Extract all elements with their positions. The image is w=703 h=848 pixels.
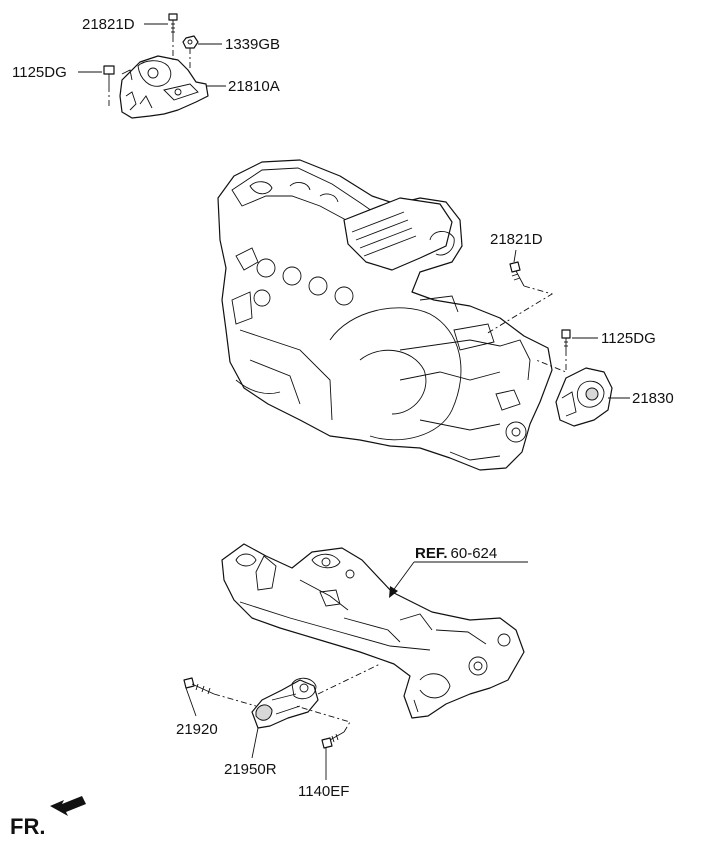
engine-transaxle-assembly [217,159,553,471]
bolt-21821D-mid [509,261,525,287]
label-top-21821D: 21821D [82,16,135,33]
guide-21920 [213,693,257,707]
ref-label: REF.60-624 [415,545,497,562]
arrow-front-icon [50,796,86,816]
bolt-21821D-top [168,13,178,36]
label-mid-21821D: 21821D [490,231,543,248]
label-mid-1125DG: 1125DG [601,330,656,347]
ref-leader [391,561,415,593]
ref-arrow-icon [389,586,398,598]
leader-mid-21821D [513,249,517,263]
label-top-21810A: 21810A [228,78,280,95]
bolt-1125DG-top [103,65,115,106]
label-top-1125DG: 1125DG [12,64,67,81]
leader-21950R [251,727,259,759]
label-top-1339GB: 1339GB [225,36,280,53]
guide-21950R [317,663,381,695]
nut-1339GB [182,35,199,49]
bolt-1125DG-mid [561,329,571,350]
leader-21920 [185,687,197,717]
label-mid-21830: 21830 [632,390,674,407]
label-21950R: 21950R [224,761,277,778]
guide-1125DG-mid [535,350,567,373]
front-direction-label: FR. [10,814,45,839]
engine-mount-bracket-21810A [119,55,209,119]
bolt-1140EF [321,731,345,749]
roll-rod-mount-21950R [251,677,319,729]
label-1140EF: 1140EF [298,783,349,800]
bolt-21920 [183,677,215,695]
guide-1140EF [295,705,351,733]
label-21920: 21920 [176,721,218,738]
guide-21821D-mid [485,285,554,335]
front-sub-frame [221,543,525,719]
transaxle-mount-21830 [555,367,613,427]
